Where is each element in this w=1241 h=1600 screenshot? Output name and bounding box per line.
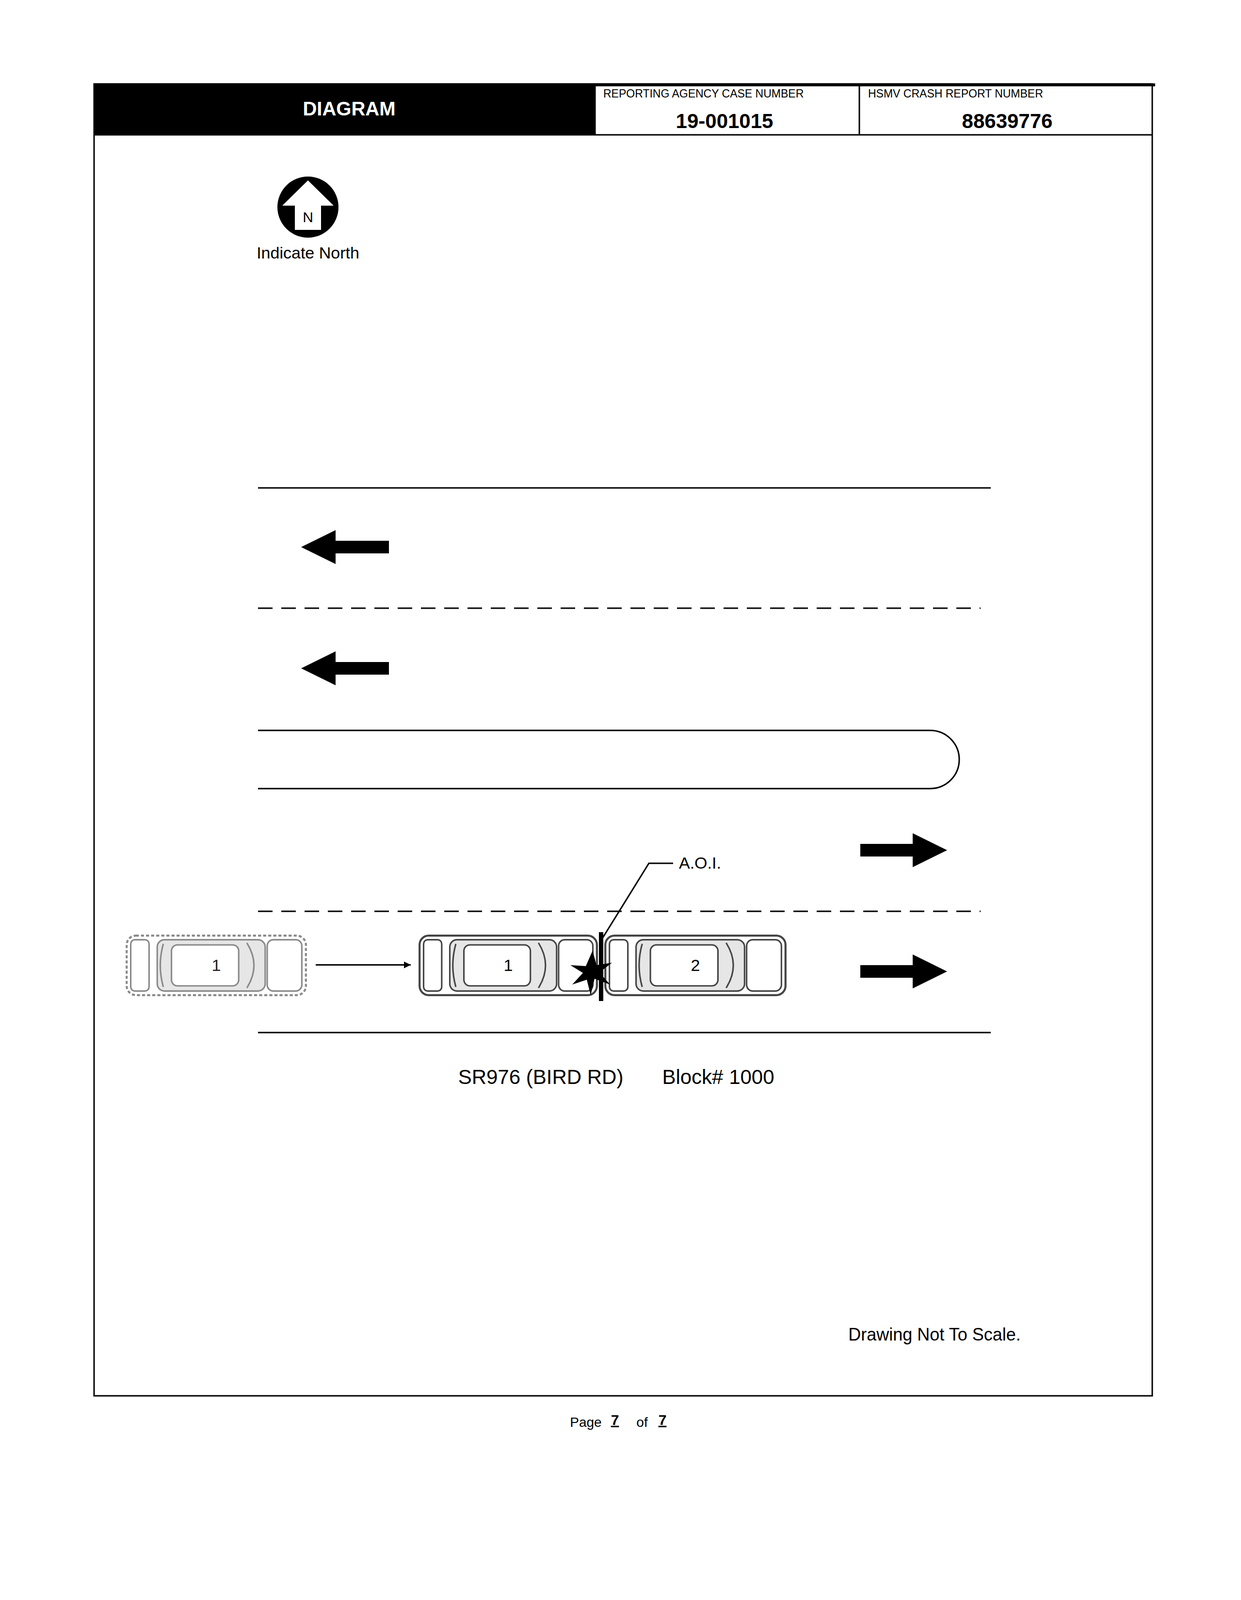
case-number: 19-001015 <box>676 109 774 133</box>
car-windshield <box>538 942 546 988</box>
car-trunk <box>130 939 150 992</box>
vehicle-number: 1 <box>209 956 225 975</box>
vehicle: 1 <box>124 933 308 998</box>
car-body <box>126 935 307 996</box>
page-total: 7 <box>654 1411 671 1429</box>
direction-arrow <box>301 530 389 565</box>
page-label: of <box>636 1414 648 1431</box>
direction-arrow <box>860 954 948 989</box>
car-trunk <box>423 939 442 992</box>
car-rear-window <box>639 943 643 987</box>
impact-star <box>570 950 613 996</box>
car-body <box>605 935 786 996</box>
leader-line <box>602 863 674 939</box>
car-cabin <box>636 939 745 992</box>
north-arrow <box>282 180 334 230</box>
car-hood <box>267 939 302 992</box>
scale-note: Drawing Not To Scale. <box>848 1324 1021 1345</box>
vehicle-number: 1 <box>500 956 516 975</box>
field-heading: HSMV CRASH REPORT NUMBER <box>868 87 1044 100</box>
car-roof <box>464 944 531 986</box>
median <box>257 730 960 789</box>
block-number: Block# 1000 <box>661 1065 774 1089</box>
north-letter: N <box>302 209 314 226</box>
car-windshield <box>725 942 734 988</box>
lane-divider <box>257 607 981 610</box>
car-windshield <box>246 942 255 988</box>
car-body <box>419 935 597 996</box>
north-caption: Indicate North <box>256 243 360 263</box>
field-heading: REPORTING AGENCY CASE NUMBER <box>603 87 804 100</box>
car-rear-window <box>452 943 456 987</box>
header-band <box>94 84 596 135</box>
header-divider <box>858 84 861 135</box>
direction-arrow <box>860 833 948 868</box>
car-cabin <box>157 939 266 992</box>
page-label: Page <box>569 1414 602 1431</box>
road-edge <box>257 1031 991 1034</box>
car-hood <box>746 939 782 992</box>
car-roof <box>650 944 718 986</box>
vehicle: 2 <box>603 933 788 998</box>
header-title: DIAGRAM <box>302 97 396 120</box>
direction-arrow <box>301 651 389 686</box>
north-symbol <box>276 175 340 239</box>
report-number: 88639776 <box>962 109 1053 133</box>
vehicle-number: 2 <box>688 956 704 975</box>
road-edge <box>257 487 991 489</box>
area-of-impact-label: A.O.I. <box>677 853 723 873</box>
car-rear-window <box>160 943 164 987</box>
north-circle <box>277 176 339 238</box>
car-trunk <box>609 939 629 992</box>
page-frame <box>94 83 1153 1396</box>
movement-arrow <box>315 964 411 966</box>
header-bottom-rule <box>94 134 1153 136</box>
north-indicator: NIndicate North <box>276 175 340 239</box>
page-number: 7 <box>607 1411 624 1429</box>
header-divider <box>594 84 597 135</box>
road-name: SR976 (BIRD RD) <box>458 1065 624 1089</box>
car-cabin <box>449 939 557 992</box>
car-roof <box>171 944 240 986</box>
